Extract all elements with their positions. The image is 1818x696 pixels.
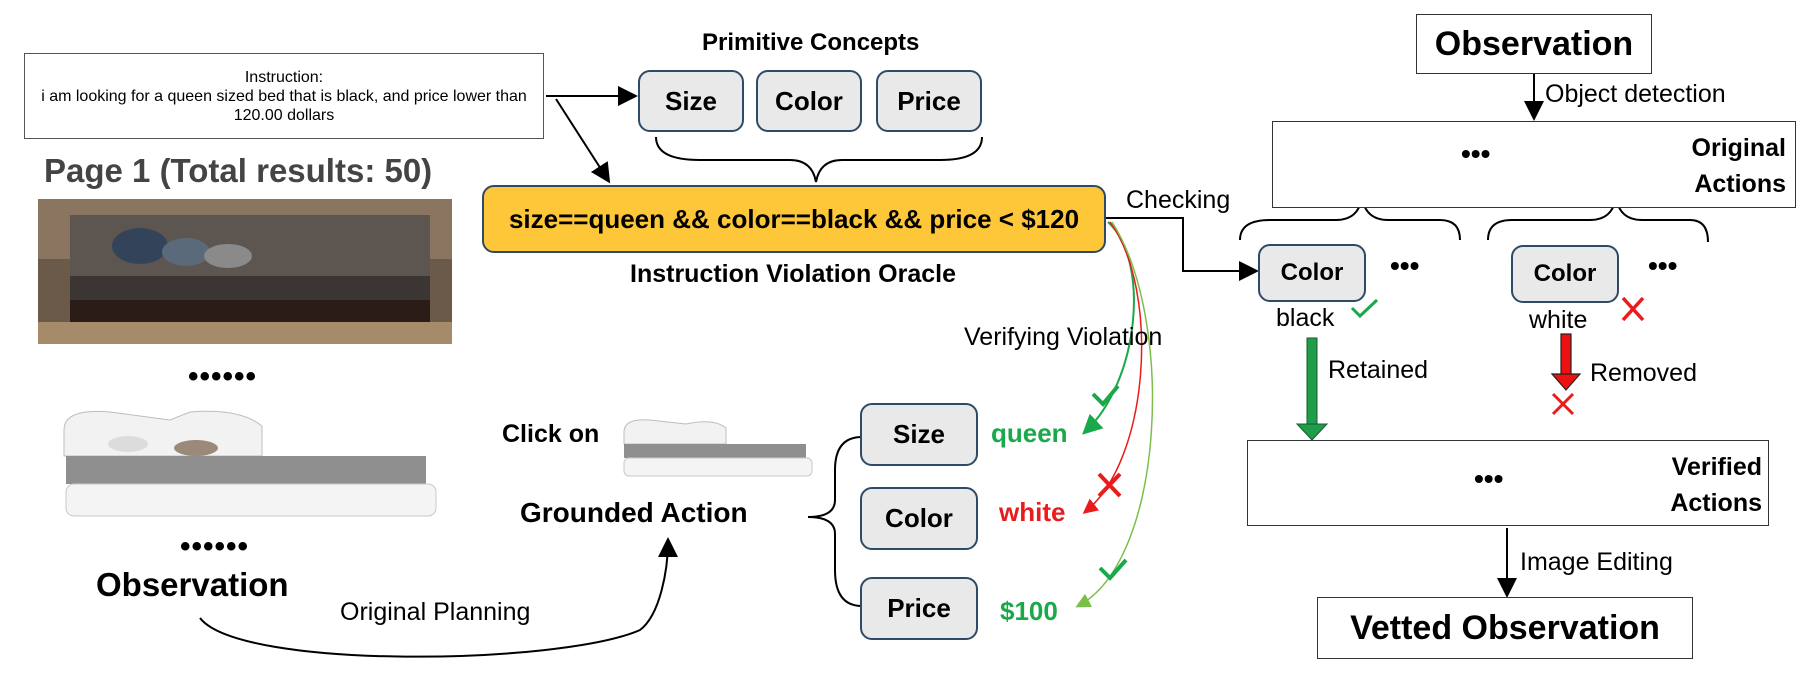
attr-price-box: Price	[860, 577, 978, 640]
observation-top-label: Observation	[1434, 24, 1634, 63]
original-actions-box	[1272, 121, 1796, 208]
verifying-violation-label: Verifying Violation	[964, 323, 1163, 351]
observation-top-box: Observation	[1416, 14, 1652, 74]
removed-arrow	[1550, 333, 1582, 391]
primitive-size-box: Size	[638, 70, 744, 132]
instruction-arrows	[546, 86, 638, 184]
retained-arrow	[1295, 337, 1329, 441]
vetted-observation-label: Vetted Observation	[1350, 608, 1660, 647]
futon-image	[38, 199, 452, 344]
attr-size-value: queen	[991, 418, 1068, 448]
action-dots-left: •••	[1390, 250, 1420, 281]
original-actions-label: Original Actions	[1691, 134, 1786, 198]
object-detection-label: Object detection	[1545, 80, 1726, 108]
primitive-color-box: Color	[756, 70, 862, 132]
color-cross-icon	[1097, 472, 1122, 498]
white-value-label: white	[1529, 306, 1588, 334]
instruction-heading: Instruction:	[244, 68, 324, 86]
primitive-size-label: Size	[664, 85, 718, 116]
action-color-black-label: Color	[1280, 259, 1344, 286]
action-color-white-label: Color	[1533, 260, 1597, 287]
primitive-color-label: Color	[775, 85, 843, 116]
attr-color-box: Color	[860, 487, 978, 550]
original-planning-label: Original Planning	[340, 598, 531, 626]
oracle-box: size==queen && color==black && price < $…	[482, 185, 1106, 253]
primitive-price-box: Price	[876, 70, 982, 132]
white-bed-image	[63, 410, 437, 517]
oracle-expression: size==queen && color==black && price < $…	[508, 203, 1080, 234]
retained-label: Retained	[1328, 356, 1429, 384]
action-color-box-white: Color	[1511, 245, 1619, 303]
grounded-action-label: Grounded Action	[520, 497, 748, 528]
attr-color-value: white	[999, 497, 1066, 527]
attr-size-label: Size	[892, 419, 946, 449]
page-title: Page 1 (Total results: 50)	[44, 152, 433, 189]
verify-curves	[1075, 221, 1154, 608]
attr-price-label: Price	[887, 593, 951, 623]
verified-actions-label: Verified Actions	[1670, 453, 1762, 517]
planning-arrow	[199, 537, 678, 658]
primitive-concepts-title: Primitive Concepts	[702, 29, 920, 56]
primitive-brace	[655, 136, 983, 183]
dots-top: ••••••	[188, 360, 258, 393]
price-check-icon	[1098, 558, 1128, 581]
instruction-text: i am looking for a queen sized bed that …	[41, 87, 527, 124]
action-dots-right: •••	[1648, 250, 1678, 281]
white-cross-icon	[1621, 296, 1645, 322]
checking-arrow	[1106, 217, 1259, 281]
black-value-label: black	[1276, 304, 1335, 332]
removed-cross-icon	[1551, 392, 1575, 416]
observation-left-label: Observation	[96, 566, 289, 603]
attribute-brace	[807, 436, 863, 607]
click-on-label: Click on	[502, 420, 600, 448]
size-check-icon	[1091, 384, 1120, 407]
image-editing-label: Image Editing	[1520, 548, 1673, 576]
removed-label: Removed	[1590, 359, 1697, 387]
attr-size-box: Size	[860, 403, 978, 466]
checking-label: Checking	[1126, 186, 1231, 214]
primitive-price-label: Price	[897, 85, 961, 116]
verified-dots: •••	[1474, 463, 1504, 494]
attr-price-value: $100	[1000, 596, 1058, 626]
action-color-box-black: Color	[1258, 244, 1366, 302]
dots-bottom: ••••••	[180, 530, 250, 563]
black-check-icon	[1350, 298, 1379, 319]
vetted-observation-box: Vetted Observation	[1317, 597, 1693, 659]
original-dots-left: •••	[1461, 138, 1491, 169]
oracle-label: Instruction Violation Oracle	[630, 260, 956, 288]
verified-actions-box	[1247, 440, 1769, 526]
instruction-box: Instruction: i am looking for a queen si…	[24, 53, 544, 139]
attr-color-label: Color	[885, 503, 953, 533]
grounded-bed-image	[623, 419, 813, 477]
